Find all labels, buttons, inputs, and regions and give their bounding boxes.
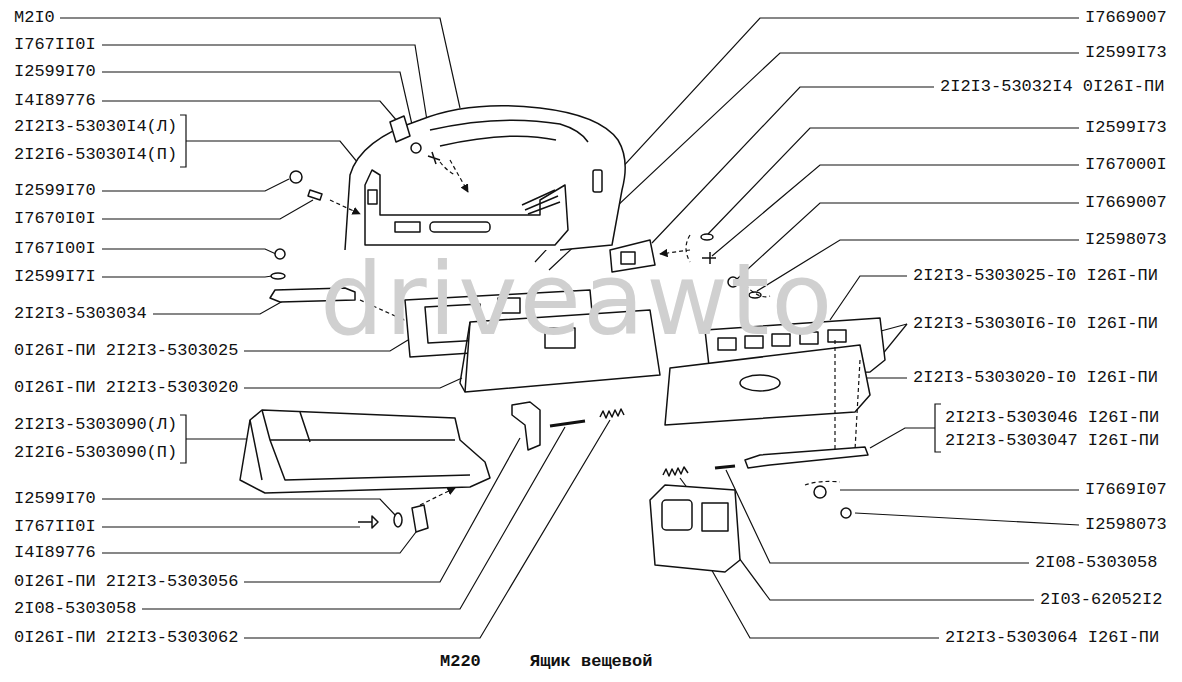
part-number: 0I26I-ПИ 2I2I3-5303025	[14, 341, 238, 361]
part-number: 2I2I3-5303025-I0 I26I-ПИ	[913, 266, 1158, 286]
part-number: 2I2I3-5303047 I26I-ПИ	[945, 431, 1159, 451]
part-number: I4I89776	[14, 543, 96, 563]
part-number: 0I26I-ПИ 2I2I3-5303056	[14, 572, 238, 592]
part-number: I4I89776	[14, 91, 96, 111]
part-number: I767II0I	[14, 517, 96, 537]
watermark: driveawto	[320, 245, 835, 355]
part-number: 2I2I3-53030I6-I0 I26I-ПИ	[913, 314, 1158, 334]
part-number: 2I2I3-5303020-I0 I26I-ПИ	[913, 368, 1158, 388]
part-number: I2599I73	[1085, 43, 1167, 63]
part-number: 2I03-62052I2	[1040, 590, 1162, 610]
part-number: 2I2I3-53032I4 0I26I-ПИ	[940, 77, 1164, 97]
part-number: I2599I7I	[14, 267, 96, 287]
part-number: I2598073	[1085, 230, 1167, 250]
part-number: I2599I70	[14, 181, 96, 201]
part-number: M2I0	[14, 8, 55, 28]
part-number: 2I2I3-53030I4(Л)	[14, 117, 177, 137]
part-number: 2I2I3-5303034	[14, 304, 147, 324]
part-number: 2I2I3-5303064 I26I-ПИ	[945, 628, 1159, 648]
part-number: 0I26I-ПИ 2I2I3-5303020	[14, 378, 238, 398]
part-number: I7669007	[1085, 193, 1167, 213]
part-number: 2I2I6-5303090(П)	[14, 443, 177, 463]
part-number: 0I26I-ПИ 2I2I3-5303062	[14, 628, 238, 648]
part-number: I767000I	[1085, 155, 1167, 175]
figure-number: M220	[440, 652, 481, 672]
part-number: I2599I70	[14, 62, 96, 82]
part-number: 2I2I6-53030I4(П)	[14, 145, 177, 165]
part-number: 2I08-5303058	[14, 599, 136, 619]
parts	[240, 106, 885, 572]
part-number: 2I2I3-5303046 I26I-ПИ	[945, 408, 1159, 428]
part-number: I2599I70	[14, 489, 96, 509]
part-number: I7669007	[1085, 8, 1167, 28]
part-number: I2599I73	[1085, 118, 1167, 138]
figure-title: Ящик вещевой	[530, 652, 652, 672]
part-number: I2598073	[1085, 515, 1167, 535]
part-number: I767II0I	[14, 35, 96, 55]
part-number: I7670I0I	[14, 209, 96, 229]
part-number: 2I2I3-5303090(Л)	[14, 415, 177, 435]
part-number: I767I00I	[14, 239, 96, 259]
part-number: I7669I07	[1085, 480, 1167, 500]
part-number: 2I08-5303058	[1035, 553, 1157, 573]
